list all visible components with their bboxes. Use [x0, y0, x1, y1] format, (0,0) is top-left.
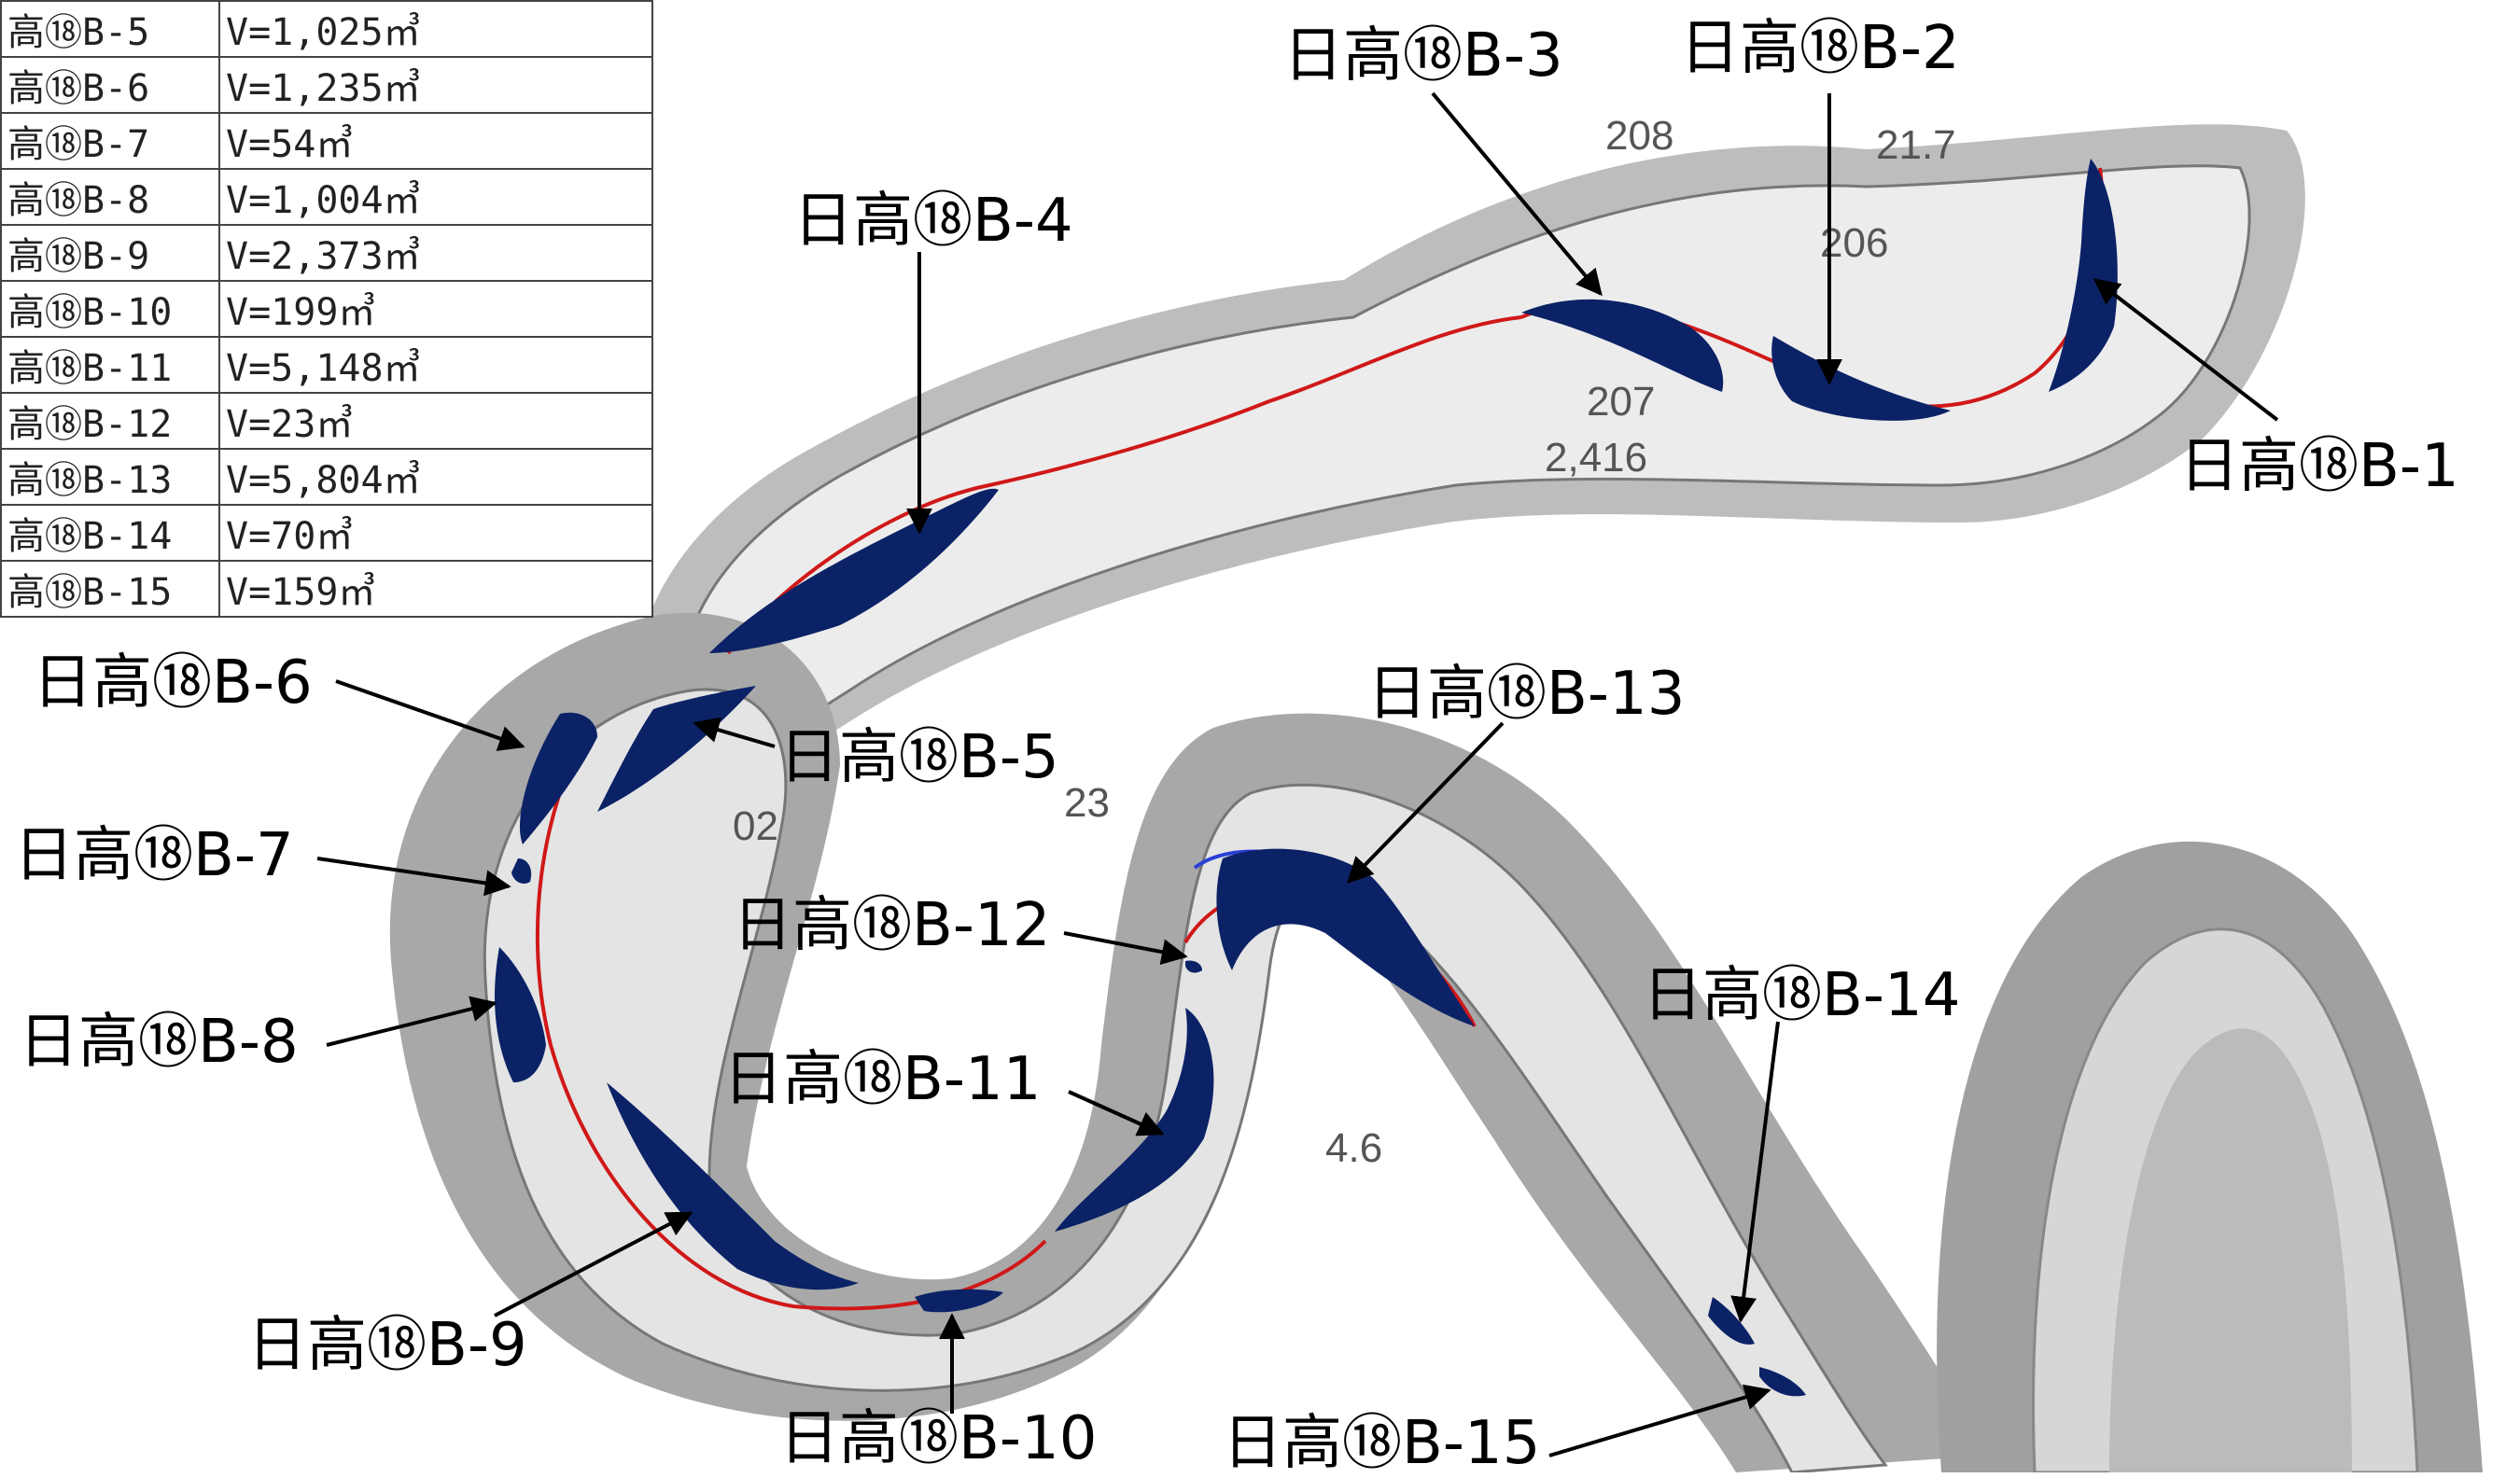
table-cell-volume: V=54㎥ — [218, 112, 653, 170]
arrow-b3 — [1431, 91, 1603, 297]
table-cell-volume: V=2,373㎥ — [218, 224, 653, 282]
arrow-b7 — [316, 857, 511, 897]
table-cell-volume: V=70㎥ — [218, 504, 653, 562]
terrain-ridge — [1937, 841, 2483, 1472]
callout-b15: 日高⑱B-15 — [1223, 1409, 1541, 1478]
callout-b2: 日高⑱B-2 — [1680, 14, 1960, 83]
table-cell-id: 高⑱B-7 — [0, 112, 220, 170]
map-label-21-7: 21.7 — [1876, 122, 1956, 168]
deposit-b15 — [1759, 1367, 1806, 1397]
callout-b10: 日高⑱B-10 — [779, 1404, 1098, 1473]
arrow-b9 — [494, 1211, 693, 1318]
table-cell-id: 高⑱B-8 — [0, 168, 220, 226]
map-number-labels: 208 21.7 206 207 2,416 02 23 4.6 — [733, 113, 1956, 1171]
callout-b13: 日高⑱B-13 — [1367, 660, 1686, 729]
callout-b8: 日高⑱B-8 — [19, 1008, 299, 1077]
callout-b7: 日高⑱B-7 — [14, 821, 294, 890]
arrow-b5 — [693, 717, 776, 748]
deposit-b1 — [2049, 159, 2118, 392]
deposit-b2 — [1771, 336, 1951, 421]
table-cell-volume: V=1,025㎥ — [218, 0, 653, 58]
table-cell-volume: V=1,004㎥ — [218, 168, 653, 226]
deposit-b8 — [495, 947, 546, 1082]
arrow-b12 — [1063, 931, 1188, 965]
deposit-b9 — [607, 1082, 859, 1290]
deposit-b12 — [1185, 960, 1202, 973]
table-cell-volume: V=199㎥ — [218, 280, 653, 338]
map-label-206: 206 — [1820, 220, 1888, 266]
arrow-b8 — [326, 996, 497, 1047]
deposit-b13 — [1216, 848, 1475, 1026]
table-cell-id: 高⑱B-14 — [0, 504, 220, 562]
callout-b6: 日高⑱B-6 — [33, 648, 313, 718]
arrow-b13 — [1347, 721, 1505, 885]
table-cell-id: 高⑱B-10 — [0, 280, 220, 338]
table-cell-id: 高⑱B-5 — [0, 0, 220, 58]
map-label-02: 02 — [733, 803, 778, 849]
arrow-b1 — [2093, 278, 2279, 422]
table-cell-volume: V=5,148㎥ — [218, 336, 653, 394]
arrow-b15 — [1548, 1384, 1771, 1457]
table-cell-volume: V=5,804㎥ — [218, 448, 653, 506]
arrow-b11 — [1068, 1090, 1165, 1136]
callout-b9: 日高⑱B-9 — [247, 1311, 527, 1380]
callout-b11: 日高⑱B-11 — [723, 1045, 1042, 1114]
callout-b12: 日高⑱B-12 — [733, 891, 1051, 960]
map-label-2-416: 2,416 — [1545, 435, 1647, 481]
deposit-b6 — [519, 712, 597, 844]
callout-b3: 日高⑱B-3 — [1283, 21, 1563, 91]
map-label-207: 207 — [1587, 379, 1655, 425]
deposit-b11 — [1055, 1008, 1214, 1232]
arrow-b14 — [1730, 1021, 1780, 1323]
table-cell-volume: V=23㎥ — [218, 392, 653, 450]
terrain-upper — [634, 124, 2305, 786]
deposit-b7 — [511, 858, 532, 884]
table-cell-id: 高⑱B-13 — [0, 448, 220, 506]
leader-arrows — [316, 91, 2279, 1457]
deposit-areas — [495, 159, 2118, 1397]
arrow-b6 — [335, 679, 525, 751]
table-cell-id: 高⑱B-15 — [0, 560, 220, 618]
callout-b14: 日高⑱B-14 — [1643, 961, 1961, 1030]
deposit-b10 — [915, 1289, 1003, 1313]
map-label-208: 208 — [1605, 113, 1673, 159]
map-label-23: 23 — [1064, 780, 1110, 826]
map-label-4-6: 4.6 — [1325, 1125, 1382, 1171]
table-cell-id: 高⑱B-11 — [0, 336, 220, 394]
callout-b4: 日高⑱B-4 — [793, 187, 1073, 256]
callout-b5: 日高⑱B-5 — [779, 723, 1059, 792]
table-cell-id: 高⑱B-9 — [0, 224, 220, 282]
table-cell-id: 高⑱B-12 — [0, 392, 220, 450]
deposit-b3 — [1521, 299, 1724, 392]
table-cell-volume: V=159㎥ — [218, 560, 653, 618]
table-cell-volume: V=1,235㎥ — [218, 56, 653, 114]
callout-b1: 日高⑱B-1 — [2179, 432, 2459, 501]
table-cell-id: 高⑱B-6 — [0, 56, 220, 114]
